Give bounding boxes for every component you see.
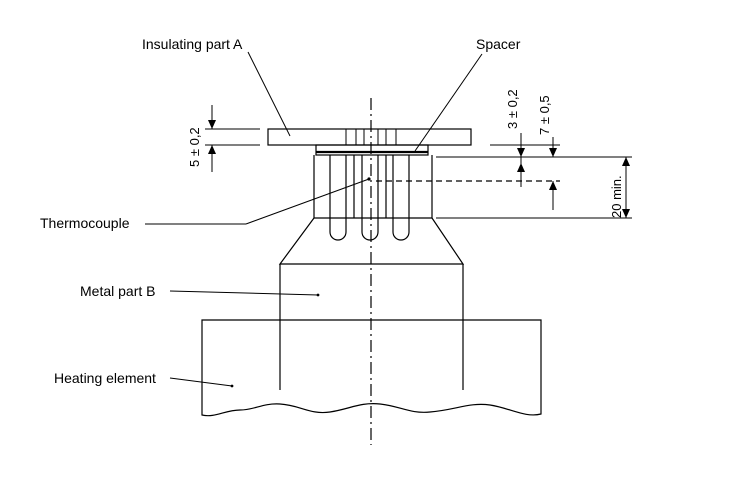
thermocouple-probes (329, 155, 410, 241)
left-arrow-up (208, 145, 216, 154)
dim-3-arrow-top (517, 148, 525, 157)
dim-3-arrow-bottom (517, 163, 525, 172)
dim-20-arrow-bottom (622, 209, 630, 218)
metal-part-b-upper-block (313, 155, 433, 219)
leader-lines (145, 51, 483, 387)
label-heating-element: Heating element (54, 370, 156, 386)
label-thermocouple: Thermocouple (40, 215, 130, 231)
dim-label-min-length: 20 min. (609, 175, 624, 218)
heating-element (201, 319, 542, 417)
left-arrow-down (208, 120, 216, 129)
plate-slots (345, 129, 397, 145)
thermocouple-leader-dot (367, 177, 371, 181)
insulating-part-a-plate (267, 128, 472, 146)
heating-leader-dot (230, 384, 234, 388)
dim-20-arrow-top (622, 157, 630, 166)
metal-part-b-stem (279, 264, 464, 390)
dim-label-insulating-thickness: 5 ± 0,2 (187, 127, 202, 167)
label-spacer: Spacer (476, 36, 521, 52)
dim-label-thermocouple-depth: 3 ± 0,2 (505, 89, 520, 129)
dim-7-arrow-top (549, 148, 557, 157)
metal-part-leader-dot (316, 293, 320, 297)
dim-7-arrow-bottom (549, 181, 557, 190)
label-insulating-part-a: Insulating part A (142, 36, 243, 52)
dim-label-spacer-height: 7 ± 0,5 (537, 95, 552, 135)
left-dimension (205, 105, 260, 172)
label-metal-part-b: Metal part B (80, 283, 155, 299)
spacer (315, 144, 429, 156)
dimension-extension-lines (436, 144, 632, 219)
